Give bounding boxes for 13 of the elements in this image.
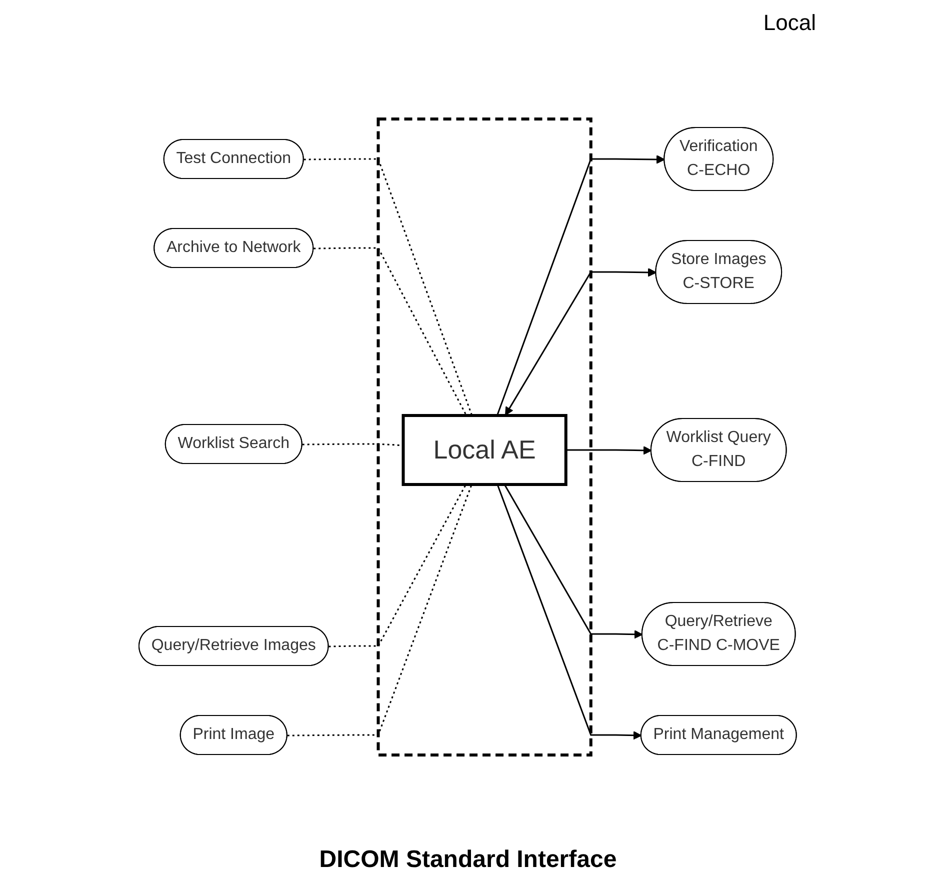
connector bbox=[314, 247, 468, 416]
cluster bbox=[377, 118, 593, 756]
arrow bbox=[504, 484, 644, 639]
connector bbox=[329, 484, 467, 648]
connector bbox=[304, 158, 473, 416]
arrow bbox=[496, 155, 666, 416]
arrow bbox=[505, 268, 657, 416]
region-label: Local bbox=[763, 10, 816, 36]
arrow bbox=[566, 446, 652, 455]
arrow bbox=[497, 484, 642, 740]
node-box: Local AE bbox=[402, 414, 568, 486]
connector bbox=[288, 484, 473, 736]
caption: DICOM Standard Interface bbox=[319, 846, 617, 874]
